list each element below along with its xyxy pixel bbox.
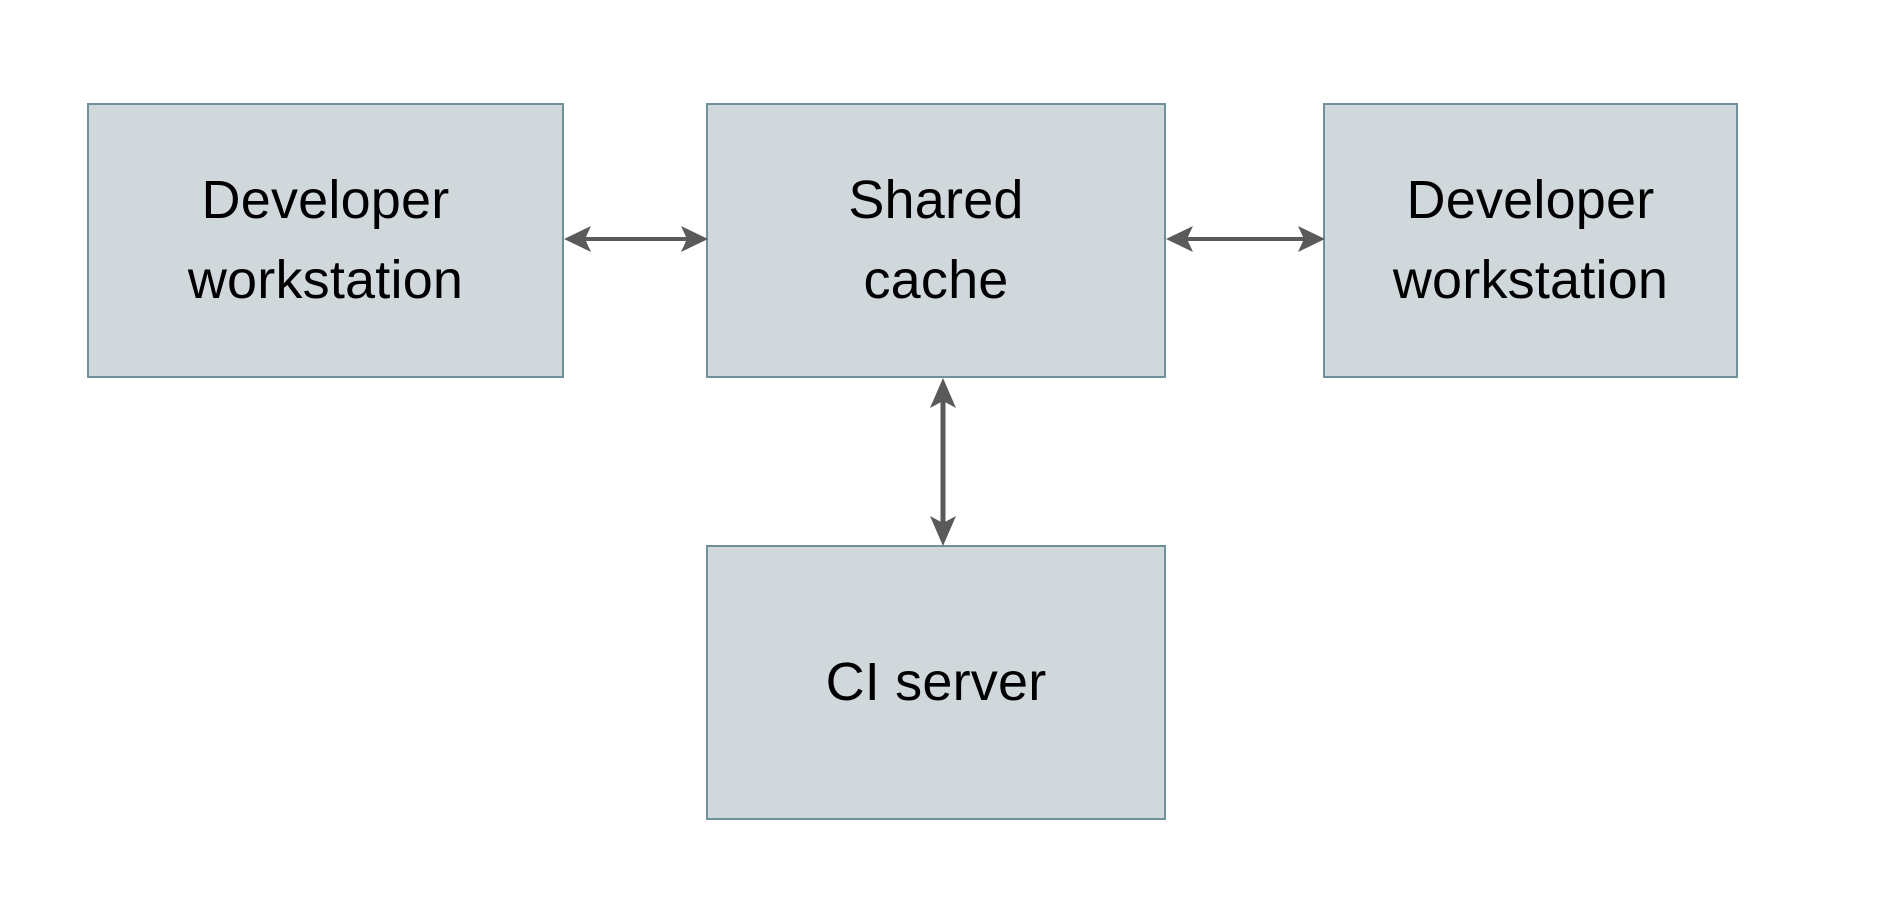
node-ci-server[interactable]: CI server	[706, 545, 1166, 820]
double-arrow-icon	[1166, 226, 1325, 252]
connector-dev-left-to-shared-cache	[564, 226, 708, 252]
node-label: CI server	[825, 651, 1047, 712]
node-label: Developer workstation	[1392, 169, 1669, 310]
node-developer-workstation-right[interactable]: Developer workstation	[1323, 103, 1738, 378]
double-arrow-icon	[930, 378, 956, 546]
double-arrow-icon	[564, 226, 708, 252]
node-developer-workstation-left[interactable]: Developer workstation	[87, 103, 564, 378]
node-label: Developer workstation	[187, 169, 464, 310]
connector-shared-cache-to-dev-right	[1166, 226, 1325, 252]
node-label: Shared cache	[848, 169, 1024, 310]
node-shared-cache[interactable]: Shared cache	[706, 103, 1166, 378]
connector-shared-cache-to-ci-server	[930, 378, 956, 546]
